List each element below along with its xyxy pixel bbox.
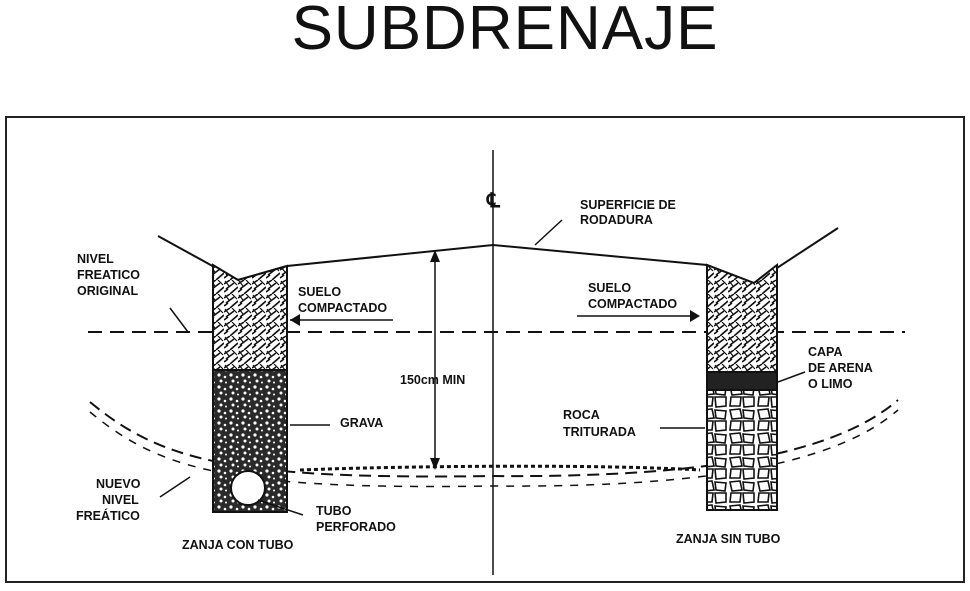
label-capa-3: O LIMO xyxy=(808,377,853,391)
label-nuevo-nivel-2: NIVEL xyxy=(102,493,139,507)
centerline-symbol: ℄ xyxy=(486,190,501,212)
label-nuevo-nivel-1: NUEVO xyxy=(96,477,141,491)
label-nuevo-nivel-3: FREÁTICO xyxy=(76,508,140,523)
label-suelo-left-2: COMPACTADO xyxy=(298,301,387,315)
label-suelo-right-2: COMPACTADO xyxy=(588,297,677,311)
label-roca-2: TRITURADA xyxy=(563,425,636,439)
label-capa-1: CAPA xyxy=(808,345,843,359)
label-superficie-1: SUPERFICIE DE xyxy=(580,198,676,212)
label-roca-1: ROCA xyxy=(563,408,600,422)
label-nivel-original-2: FREATICO xyxy=(77,268,140,282)
label-superficie-2: RODADURA xyxy=(580,213,653,227)
trench-with-pipe xyxy=(212,263,288,513)
label-grava: GRAVA xyxy=(340,416,383,430)
page-title: SUBDRENAJE xyxy=(291,0,719,63)
label-capa-2: DE ARENA xyxy=(808,361,873,375)
label-suelo-left-1: SUELO xyxy=(298,285,341,299)
label-suelo-right-1: SUELO xyxy=(588,281,631,295)
new-water-table xyxy=(89,399,899,478)
perforated-pipe xyxy=(230,470,266,506)
label-depth: 150cm MIN xyxy=(400,373,465,387)
trench-without-pipe xyxy=(706,262,778,511)
label-zanja-con: ZANJA CON TUBO xyxy=(182,538,294,552)
label-tubo-1: TUBO xyxy=(316,504,352,518)
diagram-frame xyxy=(5,116,965,583)
label-nivel-original-3: ORIGINAL xyxy=(77,284,138,298)
label-nivel-original-1: NIVEL xyxy=(77,252,114,266)
sand-layer xyxy=(706,371,778,391)
crushed-rock xyxy=(706,389,778,511)
label-zanja-sin: ZANJA SIN TUBO xyxy=(676,532,781,546)
label-tubo-2: PERFORADO xyxy=(316,520,396,534)
